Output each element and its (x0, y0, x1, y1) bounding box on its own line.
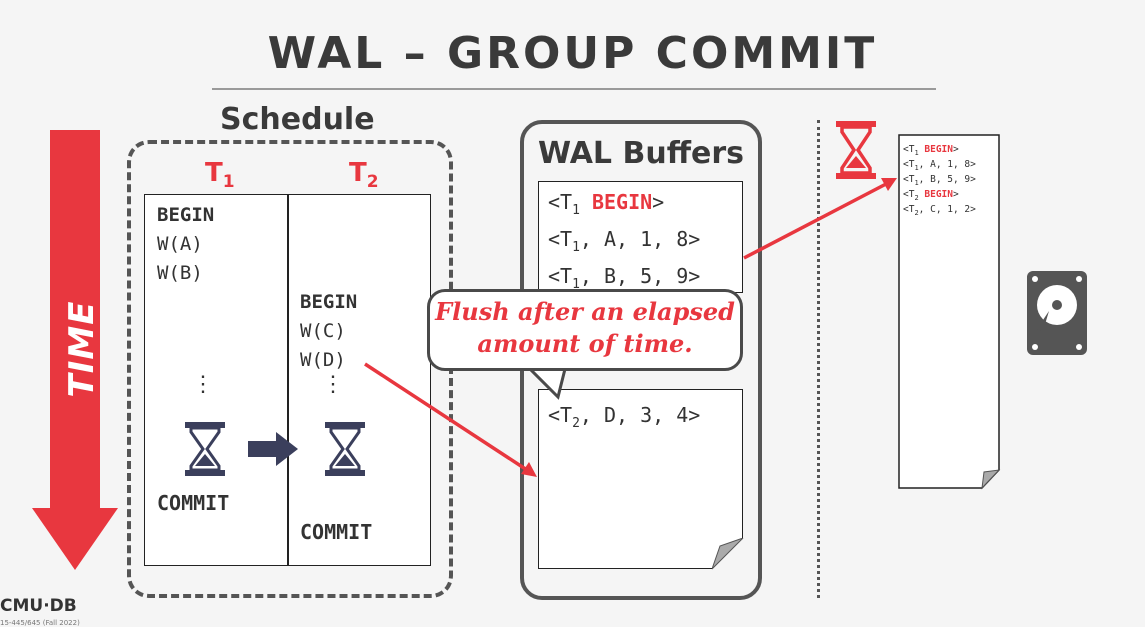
log-entry: <T1, B, 5, 9> (548, 264, 701, 292)
handoff-arrow (248, 432, 298, 466)
log-entry: <T2 BEGIN> (903, 188, 959, 202)
t1-ops: BEGIN W(A) W(B) (157, 201, 214, 288)
schedule-column-divider (287, 194, 289, 566)
course-label: 15-445/645 (Fall 2022) (0, 619, 80, 627)
t2-op-begin: BEGIN (300, 291, 358, 313)
wal-title: WAL Buffers (537, 136, 745, 171)
time-label-wrap: TIME (42, 295, 122, 398)
wal-buffer-2-entries: <T2, D, 3, 4> (548, 401, 700, 438)
t1-op-wb: W(B) (157, 262, 203, 284)
t1-header: T1 (205, 158, 235, 193)
hourglass-icon (836, 121, 876, 179)
log-entry: <T2, C, 1, 2> (903, 203, 976, 217)
hourglass-icon (185, 422, 225, 476)
arrowhead (881, 178, 897, 191)
hourglass-icon (325, 422, 365, 476)
callout-text: Flush after an elapsed amount of time. (427, 296, 743, 360)
wal-buffer-1-entries: <T1 BEGIN> <T1, A, 1, 8> <T1, B, 5, 9> (548, 188, 700, 299)
log-entry: <T2, D, 3, 4> (548, 403, 701, 431)
t2-ops: BEGIN W(C) W(D) (300, 288, 357, 375)
log-entry: <T1, A, 1, 8> (548, 227, 701, 255)
callout-bubble (427, 289, 743, 371)
log-entry: <T1, B, 5, 9> (903, 173, 976, 187)
t1-op-begin: BEGIN (157, 204, 215, 226)
log-entry: <T1 BEGIN> (903, 144, 959, 157)
log-entry: <T1, A, 1, 8> (903, 158, 976, 172)
disk-log-entries: <T1 BEGIN> <T1, A, 1, 8> <T1, B, 5, 9> <… (903, 144, 976, 218)
disk-log-page (898, 134, 1001, 490)
t2-op-wc: W(C) (300, 320, 346, 342)
t2-header: T2 (349, 158, 379, 193)
page-curl (712, 538, 744, 570)
t2-ellipsis: ⋮ (322, 372, 344, 397)
t1-ellipsis: ⋮ (192, 372, 214, 397)
t2-commit: COMMIT (300, 520, 373, 544)
title-underline (212, 88, 936, 90)
wal-buffer-2 (538, 389, 743, 569)
time-label: TIME (62, 300, 102, 398)
time-arrow (32, 130, 118, 570)
wal-buffer-1 (538, 181, 743, 293)
separator (817, 120, 820, 598)
schedule-label: Schedule (220, 102, 375, 137)
cmu-db-logo: CMU·DB (0, 596, 77, 616)
callout-line-2: amount of time. (477, 329, 693, 358)
callout-line-1: Flush after an elapsed (435, 297, 735, 326)
hard-drive-icon (1027, 271, 1087, 355)
t2-op-wd: W(D) (300, 349, 346, 371)
callout-tail (523, 365, 568, 400)
t1-commit: COMMIT (157, 491, 230, 515)
t1-op-wa: W(A) (157, 233, 203, 255)
log-entry: <T1 BEGIN> (548, 190, 665, 218)
slide-title: WAL – GROUP COMMIT (267, 28, 878, 79)
arrow-buffer-to-disk (743, 182, 887, 260)
